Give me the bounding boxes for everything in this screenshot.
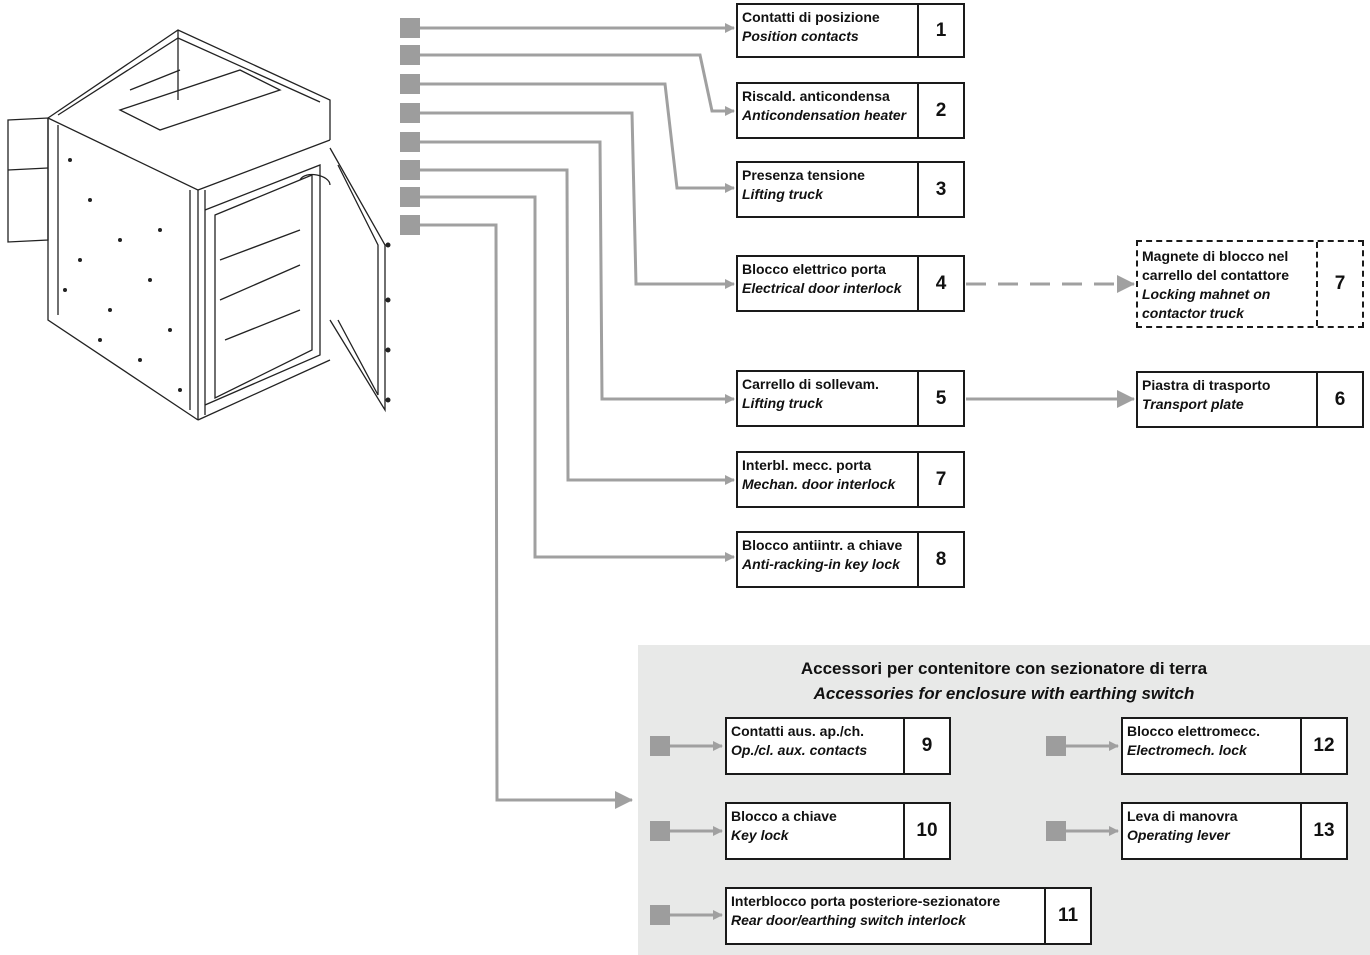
item-label-it: Contatti di posizione xyxy=(742,9,880,25)
item-label-en: Op./cl. aux. contacts xyxy=(731,742,868,758)
route-2 xyxy=(420,53,735,116)
item-label-en: Electrical door interlock xyxy=(742,280,902,296)
route-panel xyxy=(420,223,633,809)
connector-square xyxy=(400,187,420,207)
item-label-it: Blocco elettrico porta xyxy=(742,261,886,277)
item-number: 12 xyxy=(1300,719,1346,773)
connector-square xyxy=(400,45,420,65)
item-box-9: Contatti aus. ap./ch. Op./cl. aux. contac… xyxy=(725,717,951,775)
item-label-it-2: carrello del contattore xyxy=(1142,267,1290,283)
item-number: 5 xyxy=(917,372,963,425)
item-label-it: Interbl. mecc. porta xyxy=(742,457,872,473)
item-number: 6 xyxy=(1316,373,1362,426)
item-label-it: Leva di manovra xyxy=(1127,808,1238,824)
route-4 xyxy=(420,111,735,289)
item-label-en: Electromech. lock xyxy=(1127,742,1247,758)
item-number: 13 xyxy=(1300,804,1346,858)
item-number: 11 xyxy=(1044,889,1090,943)
item-label-it: Presenza tensione xyxy=(742,167,865,183)
route-3 xyxy=(420,82,735,193)
item-box-5: Carrello di sollevam. Lifting truck 5 xyxy=(736,370,965,427)
connector-square xyxy=(400,18,420,38)
item-label-it: Interblocco porta posteriore-sezionatore xyxy=(731,893,1001,909)
enclosure-bolts xyxy=(63,158,391,403)
item-label-en: Transport plate xyxy=(1142,396,1244,412)
item-number: 8 xyxy=(917,533,963,586)
item-box-magnet: Magnete di blocco nel carrello del conta… xyxy=(1136,240,1364,328)
enclosure-drawing xyxy=(7,29,386,421)
item-number: 10 xyxy=(903,804,949,858)
item-label-en: Position contacts xyxy=(742,28,859,44)
connector-square xyxy=(400,103,420,123)
item-label-it: Blocco antiintr. a chiave xyxy=(742,537,903,553)
item-label-en: Anti-racking-in key lock xyxy=(742,556,900,572)
connector-square xyxy=(400,160,420,180)
accessories-panel-title: Accessori per contenitore con sezionator… xyxy=(638,656,1370,706)
connector-square xyxy=(400,215,420,235)
item-box-12: Blocco elettromecc. Electromech. lock 12 xyxy=(1121,717,1348,775)
item-label-en: Anticondensation heater xyxy=(742,107,907,123)
item-box-11: Interblocco porta posteriore-sezionatore… xyxy=(725,887,1092,945)
panel-title-en: Accessories for enclosure with earthing … xyxy=(813,684,1195,703)
connector-square xyxy=(400,132,420,152)
panel-title-it: Accessori per contenitore con sezionator… xyxy=(800,659,1208,678)
item-number: 1 xyxy=(917,5,963,56)
route-8 xyxy=(420,195,735,562)
item-label-en-2: contactor truck xyxy=(1142,305,1244,321)
item-label-it: Riscald. anticondensa xyxy=(742,88,890,104)
item-number: 7 xyxy=(917,453,963,506)
item-label-it: Piastra di trasporto xyxy=(1142,377,1271,393)
item-label-en: Lifting truck xyxy=(742,395,823,411)
item-label-en: Mechan. door interlock xyxy=(742,476,896,492)
item-number: 3 xyxy=(917,163,963,216)
route-7 xyxy=(420,168,735,485)
item-label-en: Rear door/earthing switch interlock xyxy=(731,912,966,928)
item-label-it: Magnete di blocco nel xyxy=(1142,248,1289,264)
item-number: 4 xyxy=(917,257,963,310)
item-label-en: Locking mahnet on xyxy=(1142,286,1271,302)
route-5 xyxy=(420,140,735,404)
item-label-en: Lifting truck xyxy=(742,186,823,202)
item-number: 7 xyxy=(1316,242,1362,326)
item-label-it: Blocco a chiave xyxy=(731,808,837,824)
item-label-it: Carrello di sollevam. xyxy=(742,376,879,392)
item-label-en: Key lock xyxy=(731,827,789,843)
item-label-it: Contatti aus. ap./ch. xyxy=(731,723,865,739)
item-label-it: Blocco elettromecc. xyxy=(1127,723,1261,739)
item-number: 9 xyxy=(903,719,949,773)
item-label-en: Operating lever xyxy=(1127,827,1230,843)
item-number: 2 xyxy=(917,84,963,137)
connector-square xyxy=(400,74,420,94)
